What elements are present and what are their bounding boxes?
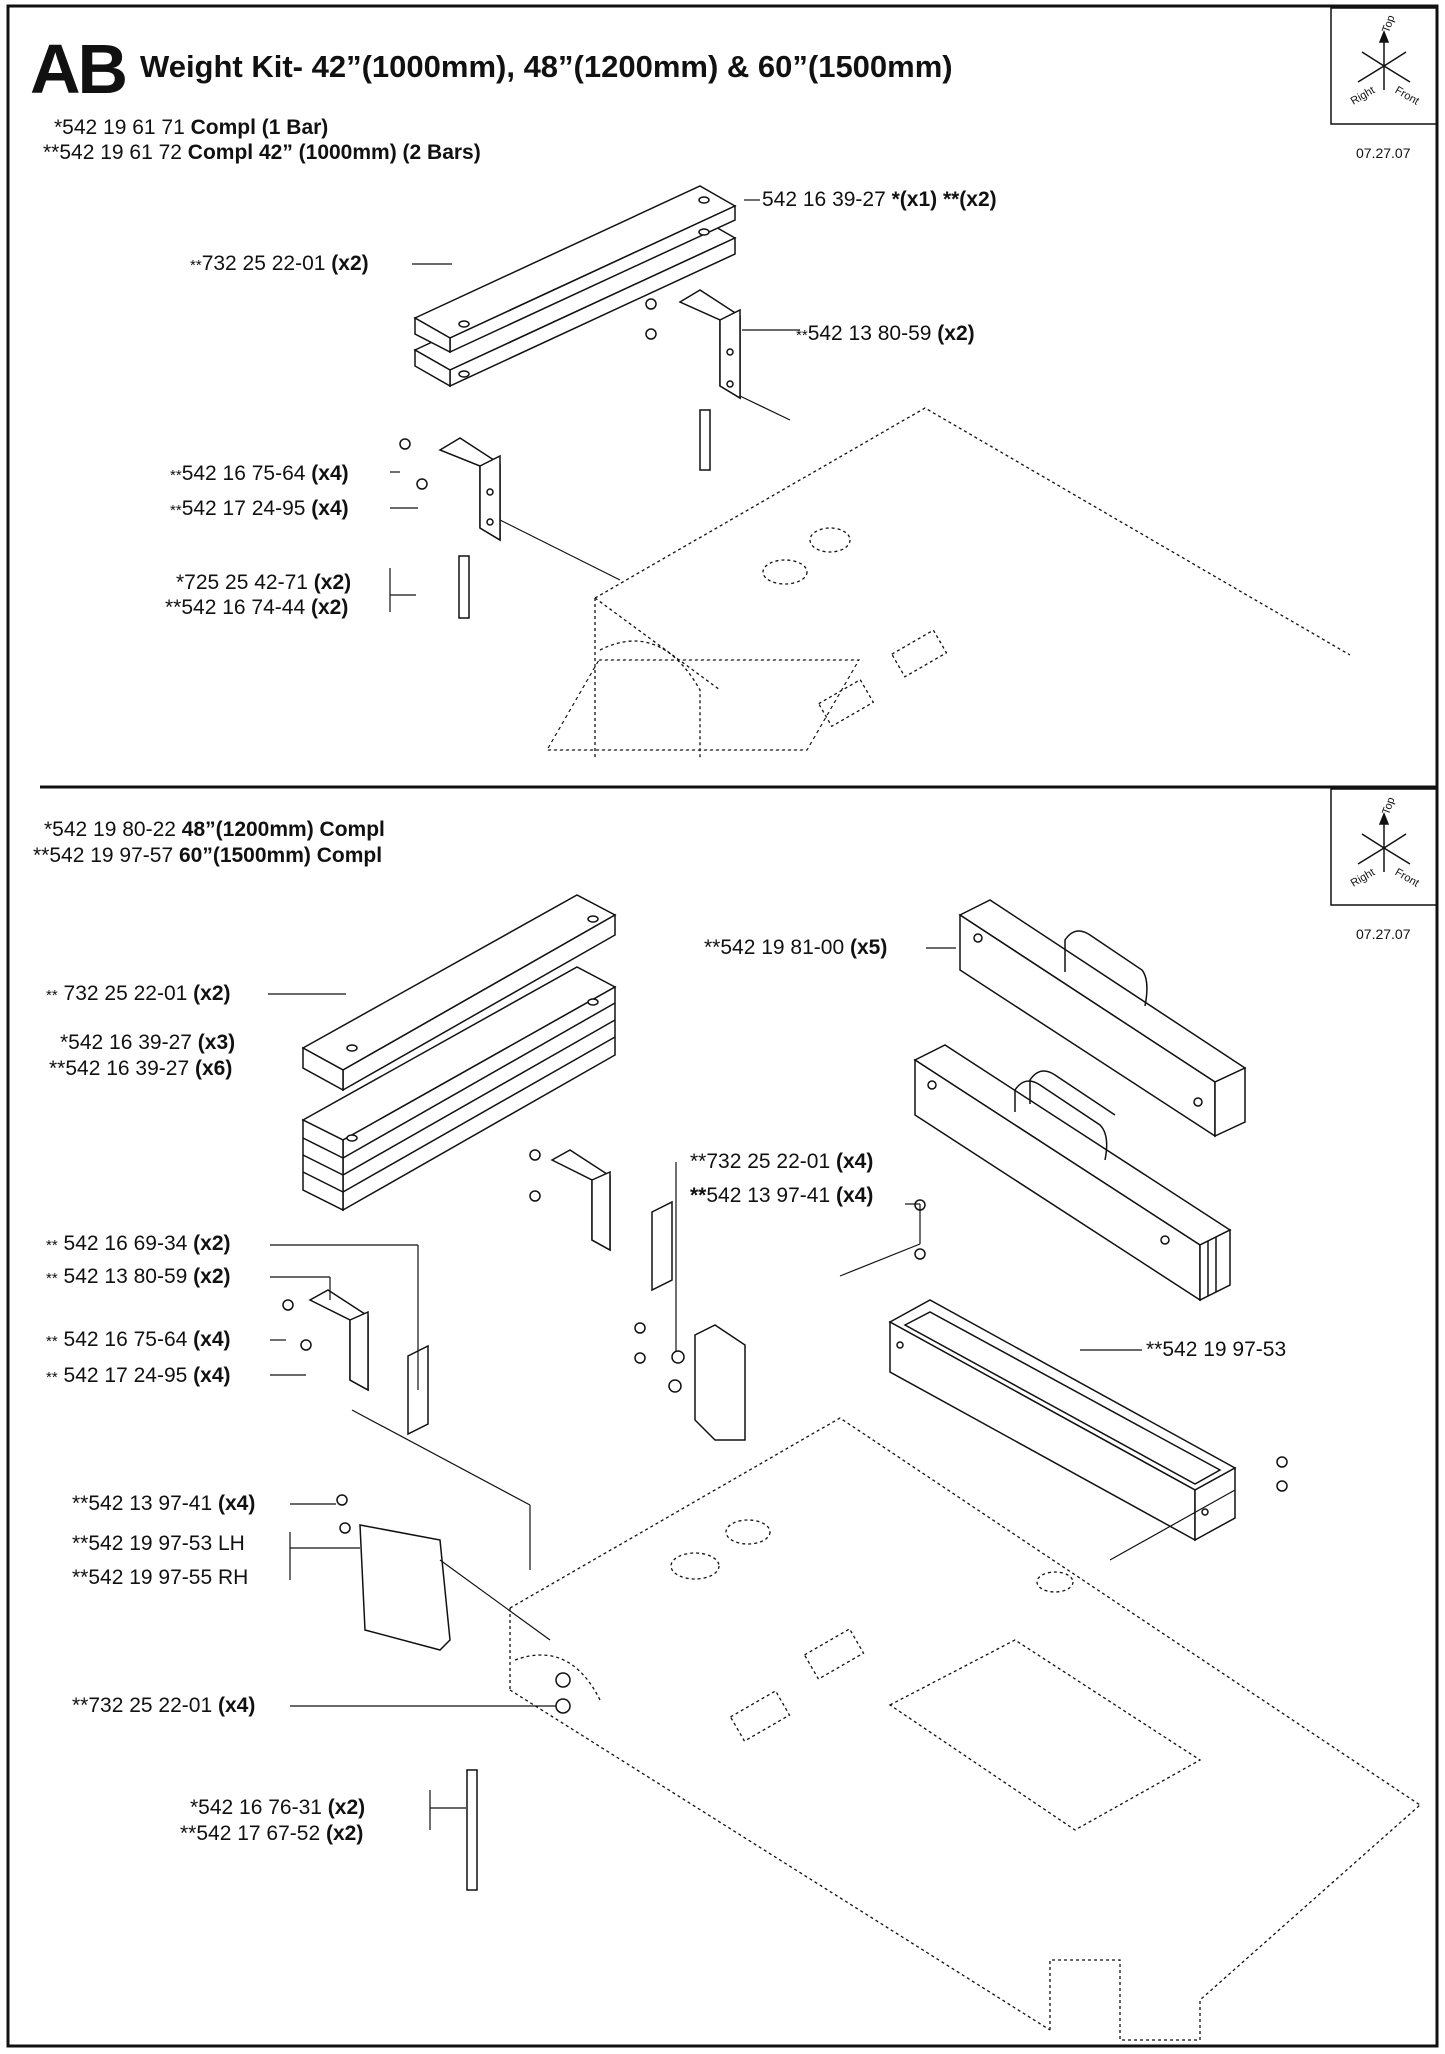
kit-line-4: **542 19 97-57 60”(1500mm) Compl: [33, 844, 383, 867]
page-frame: [6, 4, 1439, 2048]
mower-deck-1: [545, 407, 1351, 760]
weight-bars-42: [413, 185, 737, 388]
orientation-box-bottom: [1330, 788, 1438, 906]
kit-line-3: *542 19 80-22 48”(1200mm) Compl: [44, 818, 385, 841]
callout-542-13-97-41-right: **542 13 97-41 (x4): [690, 1184, 874, 1207]
callout-725-25-42-71: *725 25 42-71 (x2): [176, 571, 352, 594]
callout-542-16-39-27: 542 16 39-27 *(x1) **(x2): [762, 188, 997, 211]
date-stamp-2: 07.27.07: [1356, 926, 1411, 942]
callout-732-25-22-01-x2: ** 732 25 22-01 (x2): [46, 982, 231, 1005]
callout-732-25-22-01-x4-right: **732 25 22-01 (x4): [690, 1150, 874, 1173]
callout-542-16-74-44: **542 16 74-44 (x2): [165, 596, 349, 619]
callout-542-16-76-31: *542 16 76-31 (x2): [190, 1796, 366, 1819]
callout-542-16-69-34: ** 542 16 69-34 (x2): [46, 1232, 231, 1255]
callout-542-13-80-59: **542 13 80-59 (x2): [796, 322, 975, 345]
callout-542-16-39-27-x3: *542 16 39-27 (x3): [60, 1031, 236, 1054]
callout-542-19-97-53-lh: **542 19 97-53 LH: [72, 1532, 245, 1555]
callout-542-13-97-41-left: **542 13 97-41 (x4): [72, 1492, 256, 1515]
handled-weight-bar: [958, 899, 1247, 1138]
kit-line-2: **542 19 61 72 Compl 42” (1000mm) (2 Bar…: [43, 141, 481, 164]
callout-542-16-75-64-x4: ** 542 16 75-64 (x4): [46, 1328, 231, 1351]
date-stamp-1: 07.27.07: [1356, 145, 1411, 161]
callout-542-16-75-64: **542 16 75-64 (x4): [170, 462, 349, 485]
orientation-box-top: [1330, 7, 1438, 125]
callout-542-19-97-55-rh: **542 19 97-55 RH: [72, 1566, 249, 1589]
section-code: AB: [30, 30, 128, 108]
page-title: Weight Kit- 42”(1000mm), 48”(1200mm) & 6…: [140, 49, 953, 84]
bracket-left-1: [399, 437, 501, 619]
weight-stack-48-60: [301, 894, 617, 1212]
callout-542-16-39-27-x6: **542 16 39-27 (x6): [49, 1057, 233, 1080]
mower-deck-2: [509, 1417, 1421, 2041]
bracket-right-1: [645, 289, 741, 471]
callout-732-25-22-01-x4-left: **732 25 22-01 (x4): [72, 1694, 256, 1717]
callout-542-13-80-59-x2: ** 542 13 80-59 (x2): [46, 1265, 231, 1288]
kit-line-1: *542 19 61 71 Compl (1 Bar): [54, 116, 329, 139]
callout-732-25-22-01: **732 25 22-01 (x2): [190, 252, 369, 275]
panel2-leader-lines: [268, 947, 1236, 1830]
brackets-panel2: [282, 1149, 926, 1891]
callout-542-19-81-00: **542 19 81-00 (x5): [704, 936, 888, 959]
callout-542-17-24-95-x4: ** 542 17 24-95 (x4): [46, 1364, 231, 1387]
weight-tray: [888, 1299, 1288, 1542]
panel1-leader-lines: [389, 199, 800, 612]
callout-542-19-97-53-tray: **542 19 97-53: [1146, 1338, 1287, 1361]
callout-542-17-67-52: **542 17 67-52 (x2): [180, 1822, 364, 1845]
callout-542-17-24-95: **542 17 24-95 (x4): [170, 497, 349, 520]
handled-weight-stack: [913, 1044, 1232, 1302]
